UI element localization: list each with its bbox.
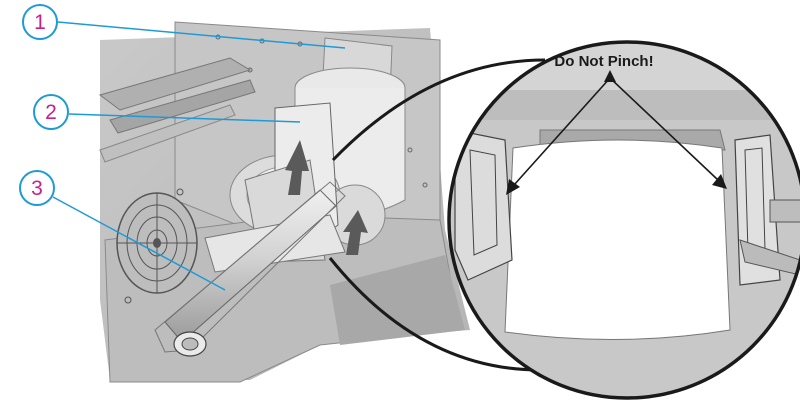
callout-2: 2	[33, 94, 301, 130]
callout-circle-3	[19, 170, 55, 206]
detail-magnifier	[328, 40, 800, 400]
leader-line-2	[68, 113, 301, 123]
up-arrow-right	[343, 210, 368, 255]
rotation-arrows	[285, 140, 368, 255]
callout-circle-1	[22, 4, 58, 40]
leader-line-1	[57, 21, 346, 49]
callout-number-3: 3	[31, 177, 43, 200]
up-arrow-left	[285, 140, 309, 195]
callout-1: 1	[22, 4, 346, 49]
callout-number-2: 2	[45, 101, 57, 124]
platen-roller	[154, 181, 346, 357]
leader-line-3	[52, 196, 226, 291]
callout-circle-2	[33, 94, 69, 130]
cooling-fan	[116, 188, 198, 304]
callout-3: 3	[19, 170, 226, 291]
callout-number-1: 1	[34, 11, 46, 34]
do-not-pinch-label: Do Not Pinch!	[554, 53, 653, 70]
